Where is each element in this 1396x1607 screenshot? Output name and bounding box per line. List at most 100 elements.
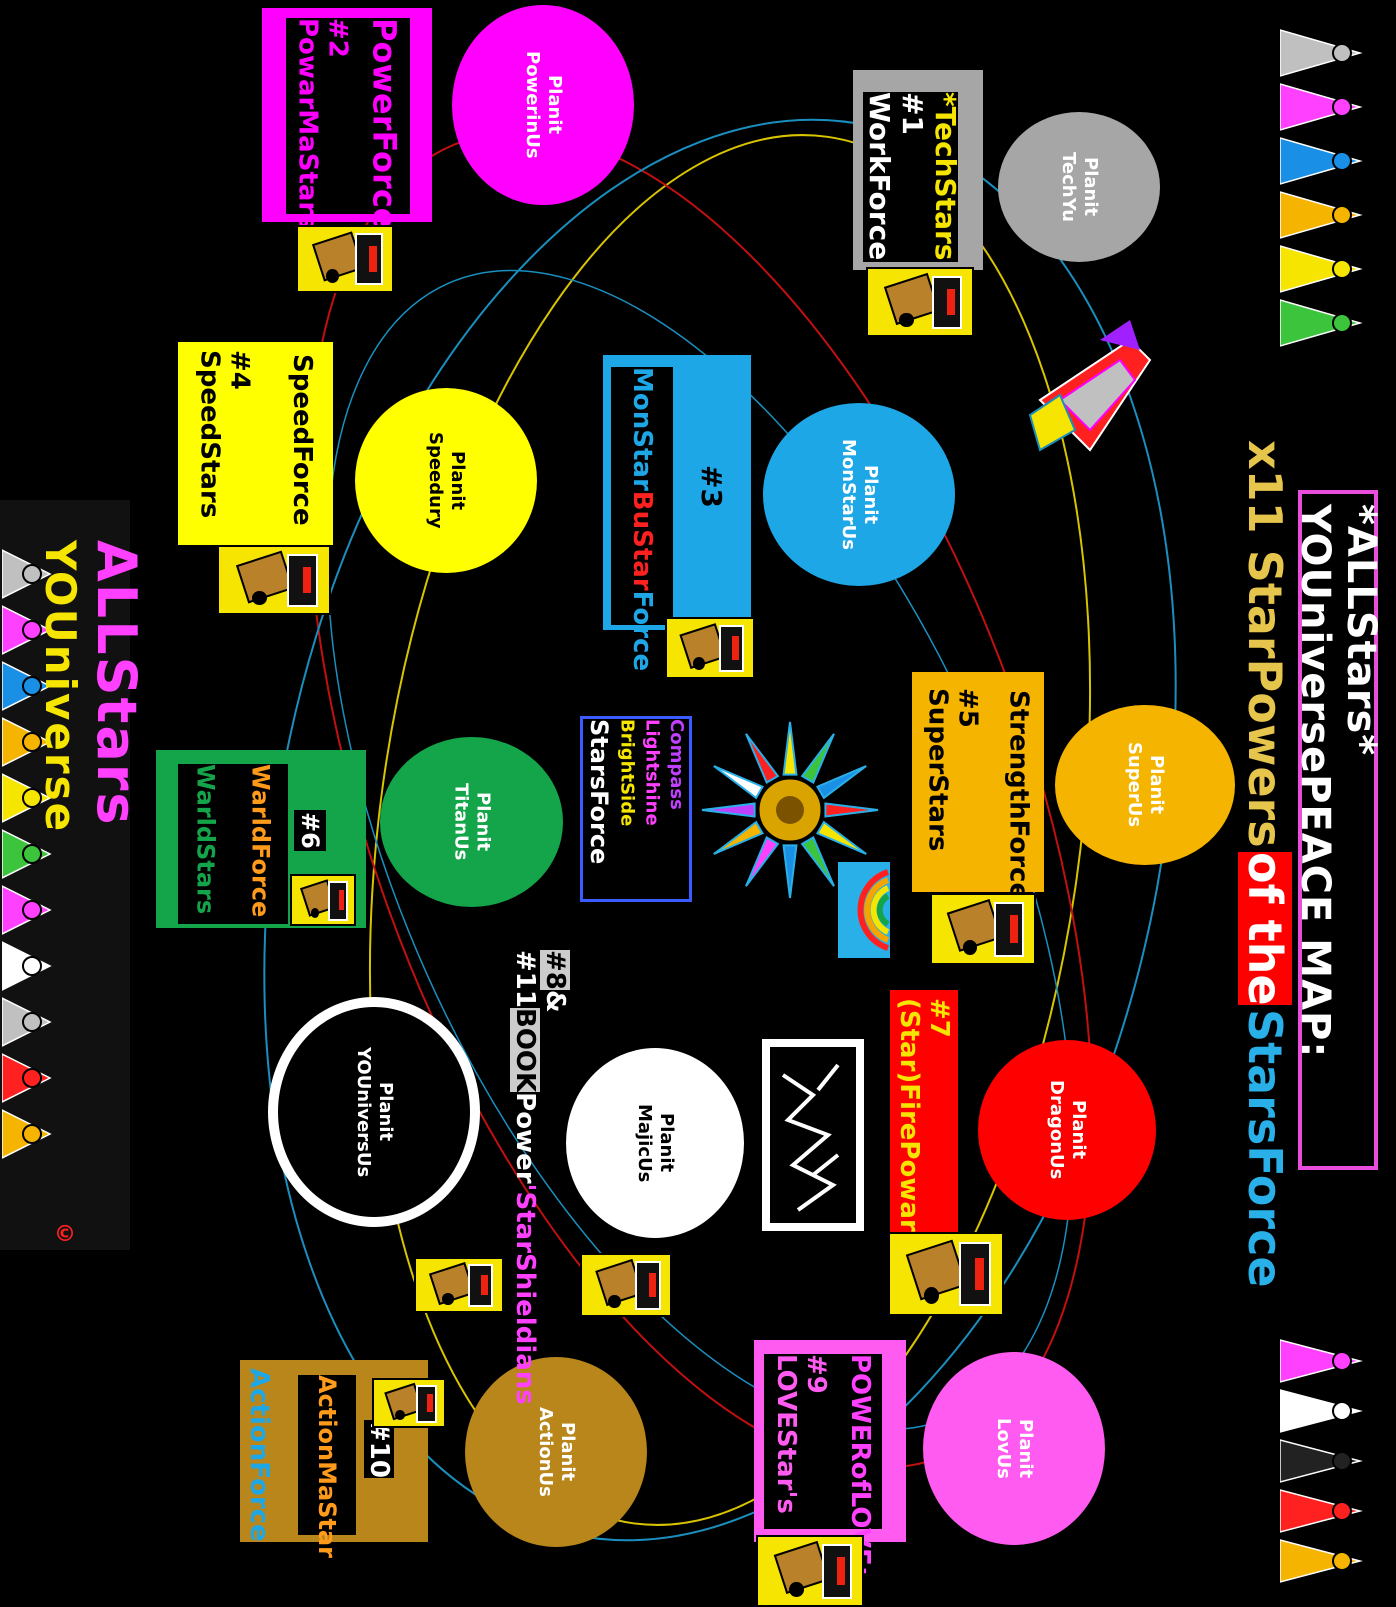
planet-youniversus-label-1: Planit xyxy=(375,1082,396,1141)
compass-line3: Lightshine xyxy=(641,719,662,899)
compass-ray xyxy=(817,766,866,798)
force-3-name-a: MonStar xyxy=(627,367,657,491)
force-10-badge-icon xyxy=(372,1378,446,1428)
force-2-badge-icon xyxy=(296,225,394,293)
force-1-title: #1 WorkForce xyxy=(863,92,929,262)
rocket-ship-icon xyxy=(1020,320,1170,470)
force-2-name: PowerForce: xyxy=(366,18,404,214)
planet-majicus-label-1: Planit xyxy=(656,1113,677,1172)
planet-monstarus-label-2: MonStarUs xyxy=(838,439,859,550)
force-10-inner: ActionMaStar xyxy=(298,1375,356,1535)
planet-techyu-label-2: TechYu xyxy=(1058,152,1079,222)
force-8-11-label: #8& #11BOOKPower'StarShieldians xyxy=(510,950,552,1340)
force-4-box: #4 SpeedStars SpeedForce xyxy=(178,342,333,545)
star-tip-icon xyxy=(1333,260,1351,278)
force-8-c: BOOK xyxy=(510,1008,540,1092)
force-8-a: #8 xyxy=(540,950,570,990)
planet-powerinus-label-1: Planit xyxy=(544,75,565,134)
force-2-box: #2 PowarMaStars PowerForce: xyxy=(262,8,432,222)
compass-ray xyxy=(746,837,778,886)
star-tip-icon xyxy=(1333,1552,1351,1570)
force-3-title: #3 xyxy=(695,465,728,508)
compass-ray xyxy=(746,734,778,783)
planet-superus-label-1: Planit xyxy=(1146,755,1167,814)
star-tip-icon xyxy=(1333,98,1351,116)
compass-line1: StarsForce xyxy=(585,719,613,899)
rainbow-icon xyxy=(838,862,890,958)
compass-ray xyxy=(714,766,763,798)
force-4-badge-icon xyxy=(217,545,331,615)
compass-ray xyxy=(825,804,878,817)
compass-ray xyxy=(817,822,866,854)
force-10-name1: ActionMaStar xyxy=(313,1375,341,1535)
force-6-name2: WarldForce xyxy=(247,764,275,924)
star-ornaments-bottom xyxy=(1280,1330,1370,1600)
force-2-title: #2 PowarMaStars xyxy=(293,18,353,214)
force-3-name: MonStarBuStarForce xyxy=(627,367,657,625)
force-10-name2: ActionForce xyxy=(244,1368,274,1542)
star-tip-icon xyxy=(1333,1502,1351,1520)
compass-ray xyxy=(784,845,797,898)
map-title-box: *ALLStars* YOUniversePEACE MAP: xyxy=(1298,490,1378,1170)
star-tip-icon xyxy=(1333,206,1351,224)
compass-ray xyxy=(702,804,755,817)
planet-lovus-label-1: Planit xyxy=(1015,1419,1036,1478)
compass-box: StarsForce BrightSide Lightshine Compass xyxy=(580,716,692,902)
force-3-inner: MonStarBuStarForce xyxy=(611,367,673,625)
map-subtitle: x11 StarPowersof theStarsForce xyxy=(1238,440,1298,1200)
force-6-badge-icon xyxy=(290,874,356,926)
force-1-name: *TechStars xyxy=(929,92,962,262)
force-9-badge-icon xyxy=(756,1535,864,1607)
force-11-badge-icon xyxy=(414,1257,504,1313)
force-3-name-c: Force xyxy=(627,591,657,671)
planet-superus-label-2: SuperUs xyxy=(1124,742,1145,827)
logo-text: YOUniverse ALLStars xyxy=(54,540,130,1220)
force-9-name: POWERofLOVE: xyxy=(845,1354,875,1529)
compass-line4: Compass xyxy=(666,719,687,899)
planet-speedury-label: PlanitSpeedury xyxy=(424,432,468,529)
planet-techyu-label-1: Planit xyxy=(1080,157,1101,216)
planet-actionus-label: PlanitActionUs xyxy=(534,1407,578,1497)
force-9-title: #9 LOVEStar's xyxy=(771,1354,831,1529)
force-6-inner: WarldStars WarldForce xyxy=(178,764,288,924)
planet-dragonus-label-1: Planit xyxy=(1068,1100,1089,1159)
force-8-11-text: #8& #11BOOKPower'StarShieldians xyxy=(510,950,570,1405)
force-9-inner: #9 LOVEStar's POWERofLOVE: xyxy=(764,1354,882,1529)
force-1-inner: #1 WorkForce *TechStars xyxy=(863,92,958,262)
star-tip-icon xyxy=(1333,44,1351,62)
force-1-box: #1 WorkForce *TechStars xyxy=(853,70,983,270)
planet-actionus-label-2: ActionUs xyxy=(535,1407,556,1497)
star-ornaments-top xyxy=(1280,20,1370,360)
force-4-name: SpeedForce xyxy=(287,354,317,545)
force-5-box: #5 SuperStars StrengthForce xyxy=(912,672,1044,892)
force-3-badge-icon xyxy=(665,617,755,679)
force-2-inner: #2 PowarMaStars PowerForce: xyxy=(286,18,410,214)
force-8-badge-icon xyxy=(580,1253,672,1317)
force-3-name-b: BuStar xyxy=(627,491,657,591)
planet-powerinus-label-2: PowerinUs xyxy=(522,51,543,159)
compass-line2: BrightSide xyxy=(617,719,638,899)
force-8-d: Power xyxy=(510,1092,540,1183)
planet-speedury-label-1: Planit xyxy=(447,451,468,510)
force-3-box: MonStarBuStarForce #3 xyxy=(603,355,751,630)
planet-titanus-label-1: Planit xyxy=(473,792,494,851)
allstars-logo: YOUniverse ALLStars © xyxy=(0,500,130,1250)
